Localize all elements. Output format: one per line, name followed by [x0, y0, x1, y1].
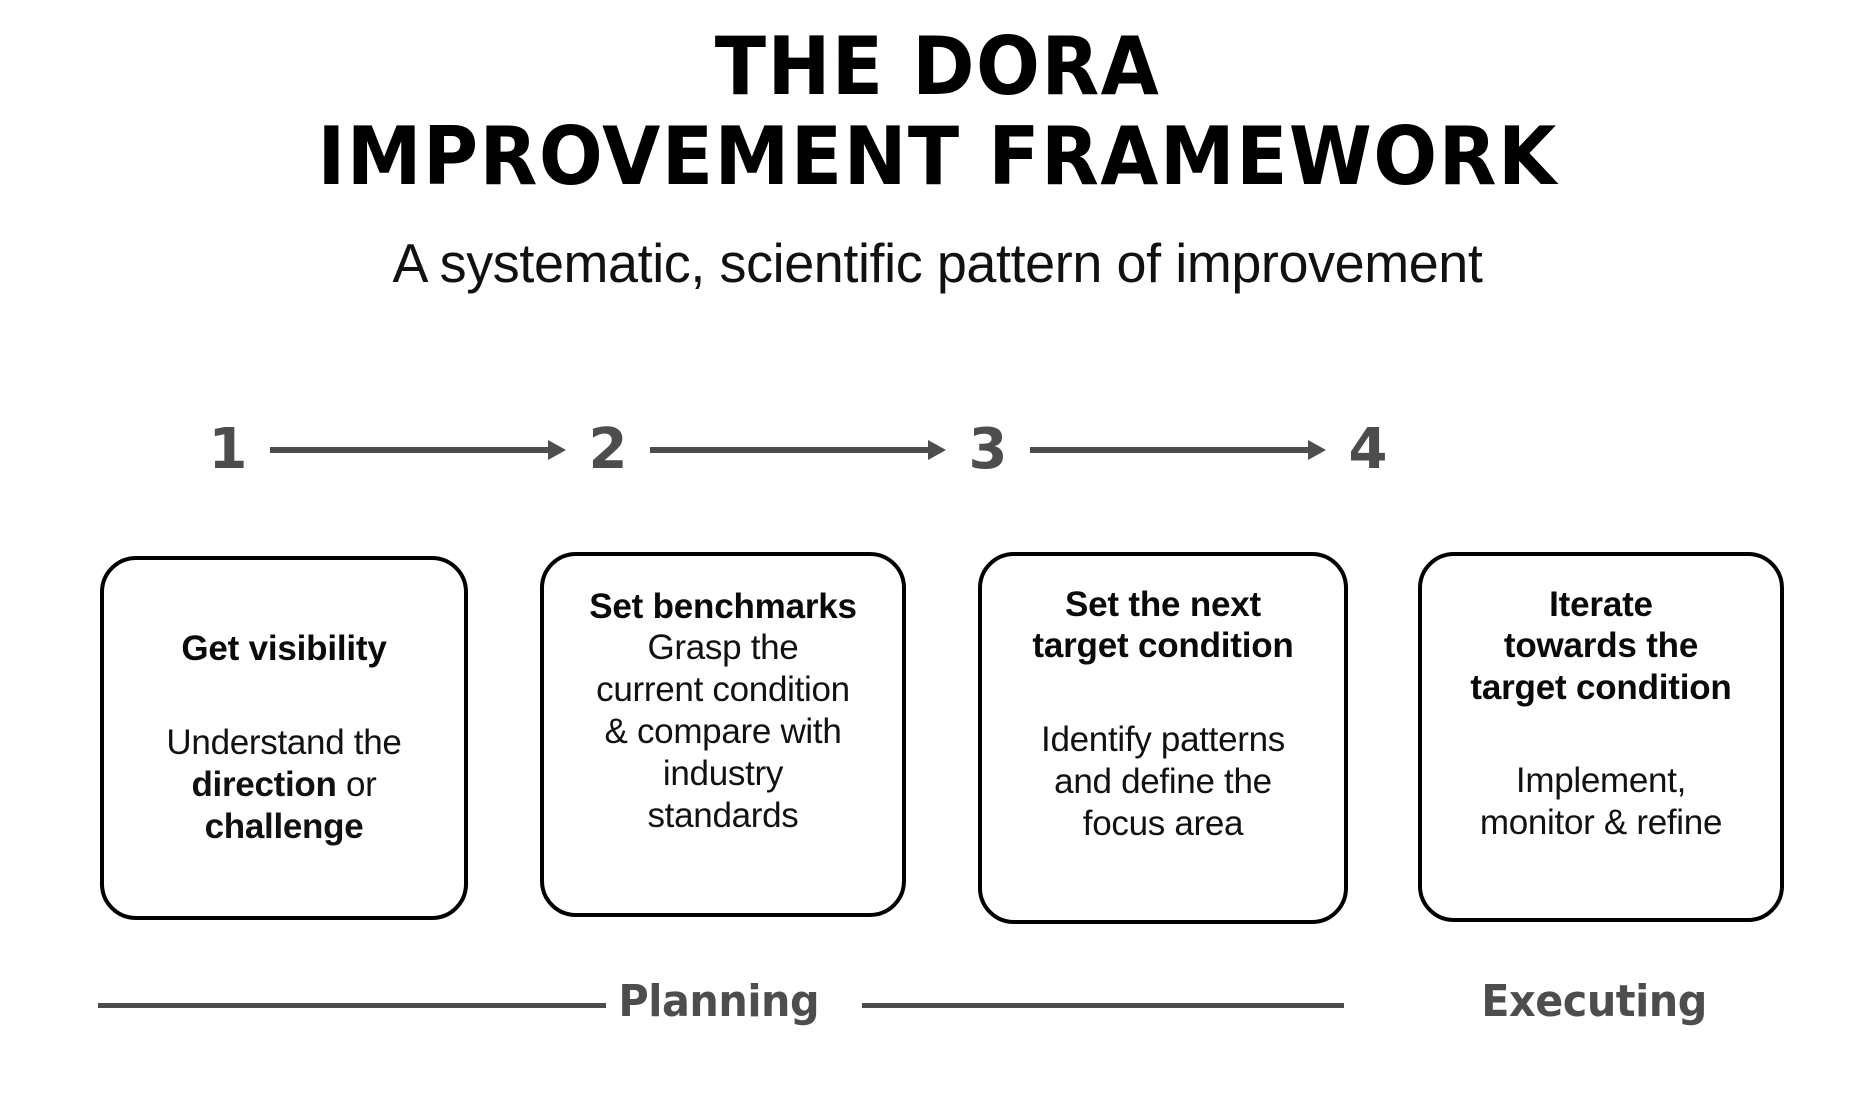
- step-card-4-heading-line-2: towards the: [1503, 626, 1699, 666]
- page-subtitle: A systematic, scientific pattern of impr…: [392, 232, 1483, 295]
- step-card-3-heading-line-2: target condition: [1032, 626, 1294, 666]
- page-title: THE DORA IMPROVEMENT FRAMEWORK: [56, 22, 1819, 201]
- arrow-head: [548, 440, 566, 460]
- step-card-3[interactable]: Set the next target condition Identify p…: [978, 552, 1348, 924]
- step-card-2-body-line-2: current condition: [596, 670, 850, 710]
- step-card-1-heading: Get visibility: [181, 629, 387, 669]
- step-card-4[interactable]: Iterate towards the target condition Imp…: [1418, 552, 1784, 922]
- step-card-1-body-line-1: Understand the: [166, 722, 402, 762]
- step-card-3-body-line-3: focus area: [1082, 803, 1244, 843]
- step-card-3-heading: Set the next target condition: [1032, 584, 1293, 667]
- step-card-1-body: Understand the direction or challenge: [166, 722, 401, 848]
- step-card-1-body-bold-1: direction: [191, 764, 337, 804]
- page-title-line-2: IMPROVEMENT FRAMEWORK: [317, 109, 1558, 203]
- phase-rule-left: [98, 1003, 606, 1008]
- step-card-1[interactable]: Get visibility Understand the direction …: [100, 556, 468, 920]
- step-card-2-heading: Set benchmarks: [589, 587, 857, 626]
- step-card-3-heading-line-1: Set the next: [1065, 585, 1261, 624]
- step-card-4-heading-line-3: target condition: [1470, 667, 1732, 707]
- step-number-2: 2: [588, 417, 628, 482]
- step-number-3: 3: [968, 417, 1008, 482]
- step-sequence: 1 2 3 4: [208, 415, 1388, 485]
- arrow-right-icon-2: [650, 435, 946, 465]
- step-card-2-body-line-5: standards: [647, 796, 799, 836]
- step-card-2-body: Grasp the current condition & compare wi…: [596, 627, 850, 837]
- step-card-4-body-line-1: Implement,: [1515, 760, 1687, 800]
- step-card-2-body-line-1: Grasp the: [647, 628, 799, 668]
- step-card-2[interactable]: Set benchmarks Grasp the current conditi…: [540, 552, 906, 917]
- arrow-shaft: [270, 447, 553, 453]
- phase-strip: Planning Executing: [0, 975, 1875, 1035]
- step-card-3-body: Identify patterns and define the focus a…: [1041, 719, 1285, 845]
- step-card-1-body-bold-2: challenge: [204, 806, 364, 846]
- step-card-1-body-mid: or: [336, 764, 377, 804]
- arrow-head: [928, 440, 946, 460]
- arrow-shaft: [1030, 447, 1313, 453]
- header: THE DORA IMPROVEMENT FRAMEWORK A systema…: [0, 22, 1875, 295]
- step-card-4-body-line-2: monitor & refine: [1479, 802, 1723, 842]
- phase-label-executing: Executing: [1481, 976, 1707, 1027]
- arrow-head: [1308, 440, 1326, 460]
- step-cards: Get visibility Understand the direction …: [0, 552, 1875, 927]
- step-card-2-body-line-4: industry: [662, 754, 784, 794]
- step-card-4-heading-line-1: Iterate: [1549, 585, 1653, 624]
- step-card-4-heading: Iterate towards the target condition: [1470, 584, 1731, 708]
- arrow-shaft: [650, 447, 933, 453]
- phase-rule-right: [862, 1003, 1344, 1008]
- step-card-2-body-line-3: & compare with: [604, 712, 842, 752]
- step-card-3-body-line-2: and define the: [1054, 761, 1272, 801]
- arrow-right-icon-3: [1030, 435, 1326, 465]
- step-card-4-body: Implement, monitor & refine: [1479, 760, 1723, 844]
- phase-label-planning: Planning: [618, 976, 820, 1027]
- page-title-line-1: THE DORA: [714, 20, 1161, 113]
- arrow-right-icon-1: [270, 435, 566, 465]
- step-card-3-body-line-1: Identify patterns: [1041, 719, 1285, 759]
- step-number-1: 1: [208, 417, 248, 482]
- step-number-4: 4: [1348, 417, 1388, 482]
